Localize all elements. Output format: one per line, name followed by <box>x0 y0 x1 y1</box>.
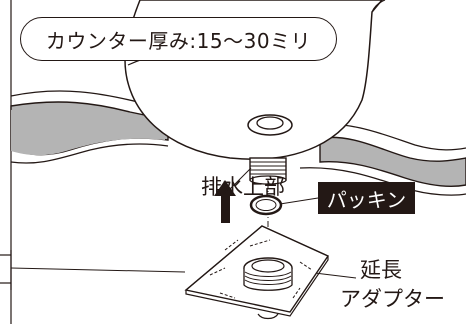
extension-adapter <box>184 225 330 320</box>
label-drain-top: 排水上部 <box>201 175 285 199</box>
counter-slab-mid <box>11 104 165 156</box>
counter-thickness-callout: カウンター厚み:15〜30ミリ <box>20 17 337 61</box>
drain-top-part <box>249 157 287 185</box>
label-extension-line2: アダプター <box>340 287 445 311</box>
leader-packing <box>279 197 319 205</box>
packing-ring-inner <box>255 199 277 211</box>
basin-rim-right <box>371 0 386 13</box>
arrow-up-icon <box>214 180 236 223</box>
label-packing: パッキン <box>318 182 415 214</box>
leader-drain-top <box>228 167 252 191</box>
counter-thickness-text: カウンター厚み:15〜30ミリ <box>45 28 312 53</box>
basin-drain-inner <box>256 116 284 130</box>
label-packing-text: パッキン <box>326 187 407 212</box>
label-extension-line1: 延長 <box>360 258 402 282</box>
leader-left <box>10 267 186 273</box>
